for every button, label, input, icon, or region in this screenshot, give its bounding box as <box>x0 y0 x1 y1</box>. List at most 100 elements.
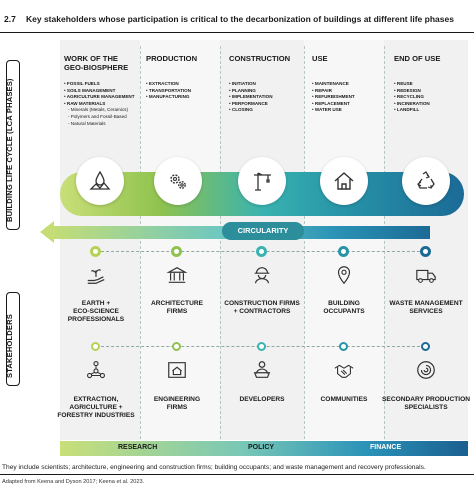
phase-title-production: PRODUCTION <box>146 54 198 63</box>
phase-sub-item: - Minerals (Metals, Ceramics) <box>68 107 128 113</box>
phase-item: • AGRICULTURE MANAGEMENT <box>64 94 135 100</box>
research-label: RESEARCH <box>118 444 158 451</box>
phase-item: • TRANSPORTATION <box>146 87 192 93</box>
stakeholder-icon-slot <box>411 262 441 288</box>
blueprint-house-icon <box>168 362 186 378</box>
phase-item: • EXTRACTION <box>146 81 179 86</box>
house-icon <box>334 172 354 190</box>
phase-item: • RECYCLING <box>394 94 424 100</box>
stakeholder-label: EXTRACTION, AGRICULTURE + FORESTRY INDUS… <box>48 396 144 420</box>
header-rule <box>0 32 474 33</box>
hand-plant-icon <box>87 269 105 284</box>
stakeholder-label-line: CONSTRUCTION FIRMS <box>224 300 300 307</box>
stakeholder-label: DEVELOPERS <box>214 396 310 404</box>
phase-item: • REPAIR <box>312 87 332 93</box>
stakeholder-icon-slot <box>411 357 441 383</box>
finance-label: FINANCE <box>370 444 402 451</box>
stakeholder-icon-slot <box>162 357 192 383</box>
stakeholder-icon-slot <box>329 262 359 288</box>
phase-circle-production <box>154 157 202 205</box>
column-divider <box>140 46 141 454</box>
water-drop-landscape-icon <box>89 170 111 190</box>
stakeholder-dot <box>421 342 430 351</box>
stakeholder-icon-slot <box>329 357 359 383</box>
lifecycle-side-box <box>6 60 20 230</box>
column-divider <box>304 46 305 454</box>
gears-icon <box>170 174 186 189</box>
research-policy-finance-bar <box>60 441 468 456</box>
stakeholder-label: CONSTRUCTION FIRMS + CONTRACTORS <box>214 300 310 316</box>
phase-sub-item: - Polymers and Fossil-Based <box>68 113 127 119</box>
stakeholder-label: SECONDARY PRODUCTION SPECIALISTS <box>378 396 474 412</box>
circularity-label: CIRCULARITY <box>222 222 304 240</box>
stakeholder-label: WASTE MANAGEMENT SERVICES <box>378 300 474 316</box>
stakeholder-icon-slot <box>247 262 277 288</box>
stakeholder-dot <box>91 342 100 351</box>
stakeholder-label-line: COMMUNITIES <box>320 396 368 403</box>
stakeholder-label-line: ECO-SCIENCE <box>73 308 119 315</box>
stakeholder-label-line: FIRMS <box>166 404 188 411</box>
phase-item: • MAINTENANCE <box>312 81 349 86</box>
network-nodes-icon <box>87 361 105 379</box>
phase-list-end-of-use: • REUSE • REDESIGN • RECYCLING • INCINER… <box>394 81 430 114</box>
phase-title-geo: WORK OF THE GEO-BIOSPHERE <box>64 54 128 72</box>
stakeholder-label-line: SERVICES <box>409 308 443 315</box>
column-bg-production <box>140 40 220 440</box>
phase-sub-item: - Natural Materials <box>68 120 106 126</box>
building-columns-icon <box>166 266 188 283</box>
stakeholder-label-line: OCCUPANTS <box>323 308 365 315</box>
phase-title-use: USE <box>312 54 328 63</box>
hardhat-worker-icon <box>254 267 270 284</box>
figure-title: Key stakeholders whose participation is … <box>26 14 454 24</box>
phase-item: • INCINERATION <box>394 100 430 106</box>
phase-item: • PLANNING <box>229 87 256 93</box>
figure-number: 2.7 <box>4 14 16 24</box>
stakeholder-label-line: BUILDING <box>328 300 360 307</box>
handshake-icon <box>334 364 354 378</box>
phase-item: • FOSSIL FUELS <box>64 81 100 86</box>
phase-item: • WATER USE <box>312 107 342 113</box>
stakeholder-label: ARCHITECTURE FIRMS <box>129 300 225 316</box>
phase-item: • PERFORMANCE <box>229 100 268 106</box>
stakeholder-label-line: + CONTRACTORS <box>233 308 291 315</box>
stakeholder-label-line: PROFESSIONALS <box>67 316 125 323</box>
phase-item: • REUSE <box>394 81 413 86</box>
stakeholder-label-line: FORESTRY INDUSTRIES <box>57 412 135 419</box>
recycle-icon <box>417 171 435 189</box>
figure-caption: They include scientists; architecture, e… <box>2 464 426 471</box>
phase-item: • MANUFACTURING <box>146 94 190 100</box>
figure-header: 2.7 Key stakeholders whose participation… <box>0 0 474 40</box>
phase-title-line: WORK OF THE <box>64 54 118 63</box>
stakeholder-label-line: ENGINEERING <box>153 396 201 403</box>
stakeholders-side-box <box>6 292 20 386</box>
phase-item: • REFURBISHMENT <box>312 94 355 100</box>
stakeholder-dot <box>257 342 266 351</box>
stakeholder-label: BUILDING OCCUPANTS <box>296 300 392 316</box>
phase-title-end-of-use: END OF USE <box>394 54 441 63</box>
stakeholder-label-line: EXTRACTION, <box>73 396 119 403</box>
phase-list-production: • EXTRACTION • TRANSPORTATION • MANUFACT… <box>146 81 191 101</box>
phase-item: • REDESIGN <box>394 87 421 93</box>
phase-circle-construction <box>238 157 286 205</box>
phase-circle-use <box>320 157 368 205</box>
garbage-truck-icon <box>416 269 436 283</box>
stakeholder-label-line: EARTH + <box>81 300 111 307</box>
stakeholders-side-label: STAKEHOLDERS <box>5 314 14 378</box>
stakeholder-icon-slot <box>81 262 111 288</box>
phase-item: • CLOSING <box>229 107 253 113</box>
phase-item: • INITIATION <box>229 81 256 86</box>
stakeholder-label-line: FIRMS <box>166 308 188 315</box>
phase-item: • IMPLEMENTATION <box>229 94 273 100</box>
person-laptop-icon <box>253 361 271 378</box>
stakeholder-dot <box>420 246 431 257</box>
stakeholder-dot <box>172 342 181 351</box>
column-bg-end-of-use <box>384 40 468 440</box>
phase-list-use: • MAINTENANCE • REPAIR • REFURBISHMENT •… <box>312 81 355 114</box>
policy-label: POLICY <box>248 444 275 451</box>
phase-list-geo: • FOSSIL FUELS • SOILS MANAGEMENT • AGRI… <box>64 81 135 127</box>
column-divider <box>220 46 221 454</box>
phase-circle-geo <box>76 157 124 205</box>
phase-item: • LANDFILL <box>394 107 420 113</box>
stakeholder-label-line: SECONDARY PRODUCTION <box>382 396 470 403</box>
stakeholder-dot <box>171 246 182 257</box>
